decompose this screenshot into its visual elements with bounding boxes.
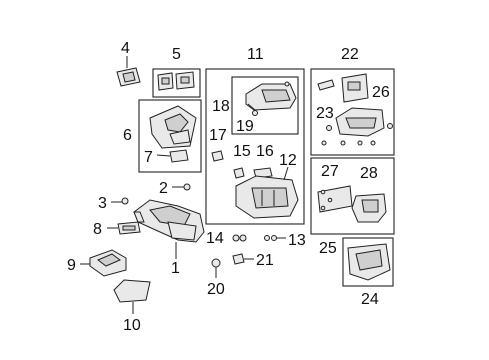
- part-20-clip: [211, 258, 221, 278]
- part-26-panel: [341, 73, 369, 103]
- callout-24: 24: [361, 291, 379, 308]
- callout-9: 9: [67, 257, 76, 274]
- part-3-screw: [111, 197, 129, 205]
- part-16-clip: [253, 167, 273, 179]
- part-9-tray: [89, 249, 127, 277]
- box-part-6: [138, 99, 202, 173]
- callout-2: 2: [159, 180, 168, 197]
- part-6-shift-panel: [149, 105, 197, 149]
- callout-25: 25: [319, 240, 337, 257]
- box-part-5: [152, 68, 201, 98]
- part-14-bolt: [232, 234, 247, 242]
- callout-10: 10: [123, 317, 141, 334]
- callout-1: 1: [171, 260, 180, 277]
- callout-19: 19: [236, 118, 254, 135]
- callout-7: 7: [144, 149, 153, 166]
- box-part-25: [310, 157, 395, 235]
- callout-18: 18: [212, 98, 230, 115]
- callout-12: 12: [279, 152, 297, 169]
- part-4-bezel: [116, 67, 141, 87]
- callout-22: 22: [341, 46, 359, 63]
- part-23-clip: [317, 79, 335, 91]
- callout-11: 11: [247, 46, 264, 63]
- part-7-pad: [169, 149, 189, 163]
- callout-17: 17: [209, 127, 227, 144]
- part-18-armrest-lid: [245, 81, 297, 111]
- part-19-screw: [247, 103, 258, 116]
- part-24-side-trim: [347, 243, 391, 281]
- part-1-console-body: [133, 199, 205, 243]
- callout-5: 5: [172, 46, 181, 63]
- part-21-clip: [232, 253, 254, 265]
- callout-14: 14: [206, 230, 224, 247]
- part-10-mat: [113, 279, 151, 303]
- part-28-cover: [351, 193, 387, 223]
- callout-13: 13: [288, 232, 306, 249]
- box-part-18: [231, 76, 299, 135]
- callout-3: 3: [98, 195, 107, 212]
- part-5-switch-panel: [157, 71, 195, 91]
- part-8-insert: [117, 221, 141, 235]
- callout-4: 4: [121, 40, 130, 57]
- callout-23: 23: [316, 105, 334, 122]
- callout-16: 16: [256, 143, 274, 160]
- part-17-clip: [211, 150, 224, 162]
- box-part-11: [205, 68, 305, 225]
- callout-8: 8: [93, 221, 102, 238]
- part-22-upper-console: [321, 107, 393, 146]
- callout-21: 21: [256, 252, 274, 269]
- callout-26: 26: [372, 84, 390, 101]
- callout-20: 20: [207, 281, 225, 298]
- part-2-screw: [172, 183, 191, 191]
- box-part-24: [342, 237, 394, 287]
- callout-6: 6: [123, 127, 132, 144]
- callout-28: 28: [360, 165, 378, 182]
- part-27-switch-bezel: [317, 185, 353, 213]
- part-13-bolt: [264, 235, 277, 241]
- box-part-22: [310, 68, 395, 156]
- part-12-console-box: [235, 175, 299, 219]
- callout-15: 15: [233, 143, 251, 160]
- part-15-clip: [233, 167, 245, 179]
- callout-27: 27: [321, 163, 339, 180]
